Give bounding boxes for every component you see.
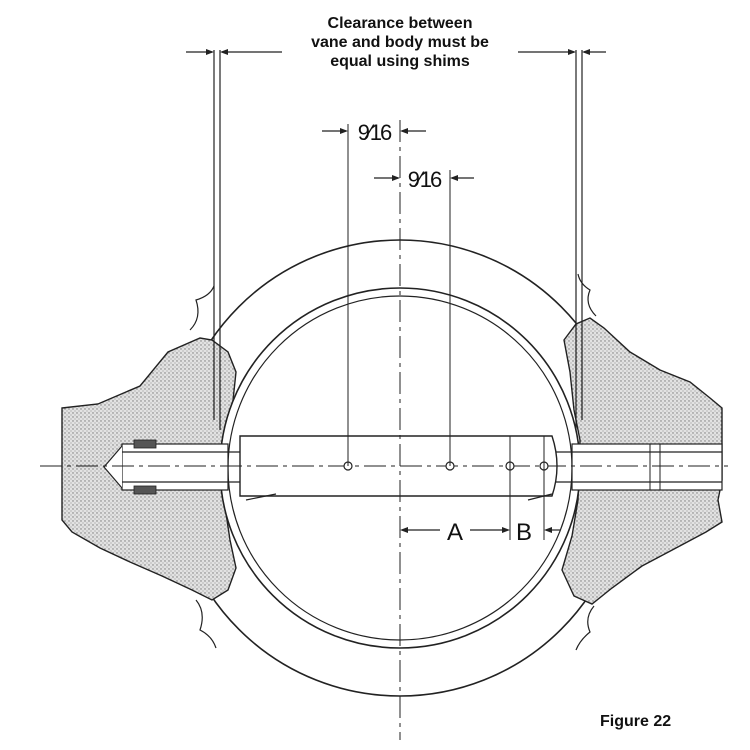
- clearance-note-line-1: Clearance between: [327, 15, 473, 32]
- dim-lower-right-arrowhead: [450, 175, 458, 181]
- shaft-end-point: [103, 445, 123, 489]
- dim-lower-label: 9⁄16: [408, 167, 442, 192]
- packing-lower: [133, 485, 157, 495]
- left-shaft-bore: [121, 443, 229, 491]
- clearance-note-line-2: vane and body must be: [311, 34, 489, 51]
- dim-upper-label: 9⁄16: [358, 120, 392, 145]
- left-upper-break-line: [189, 285, 215, 331]
- right-lower-break-line: [575, 605, 595, 651]
- packing-upper: [133, 439, 157, 449]
- dim-b-right-arrowhead: [544, 527, 552, 533]
- clearance-note: Clearance between vane and body must be …: [255, 14, 545, 71]
- dim-a-right-arrowhead: [502, 527, 510, 533]
- vane-left-edge: [245, 493, 277, 501]
- dim-a-left-arrowhead: [400, 527, 408, 533]
- vane-right-edge: [527, 493, 553, 501]
- clearance-note-line-3: equal using shims: [330, 53, 470, 70]
- right-shaft-bore: [571, 443, 723, 491]
- figure-caption: Figure 22: [600, 713, 672, 730]
- left-lower-break-line: [195, 599, 217, 649]
- dim-lower-left-arrowhead: [392, 175, 400, 181]
- clearance-right-arrowhead-out: [582, 49, 590, 55]
- dim-upper-left-arrowhead: [340, 128, 348, 134]
- clearance-left-arrowhead-in: [206, 49, 214, 55]
- clearance-left-arrowhead-out: [220, 49, 228, 55]
- dim-b-label: B: [516, 519, 532, 546]
- right-upper-break-line: [577, 273, 597, 317]
- clearance-right-arrowhead-in: [568, 49, 576, 55]
- dim-upper-right-arrowhead: [400, 128, 408, 134]
- vane-hub: [239, 435, 558, 497]
- dim-a-label: A: [447, 519, 463, 546]
